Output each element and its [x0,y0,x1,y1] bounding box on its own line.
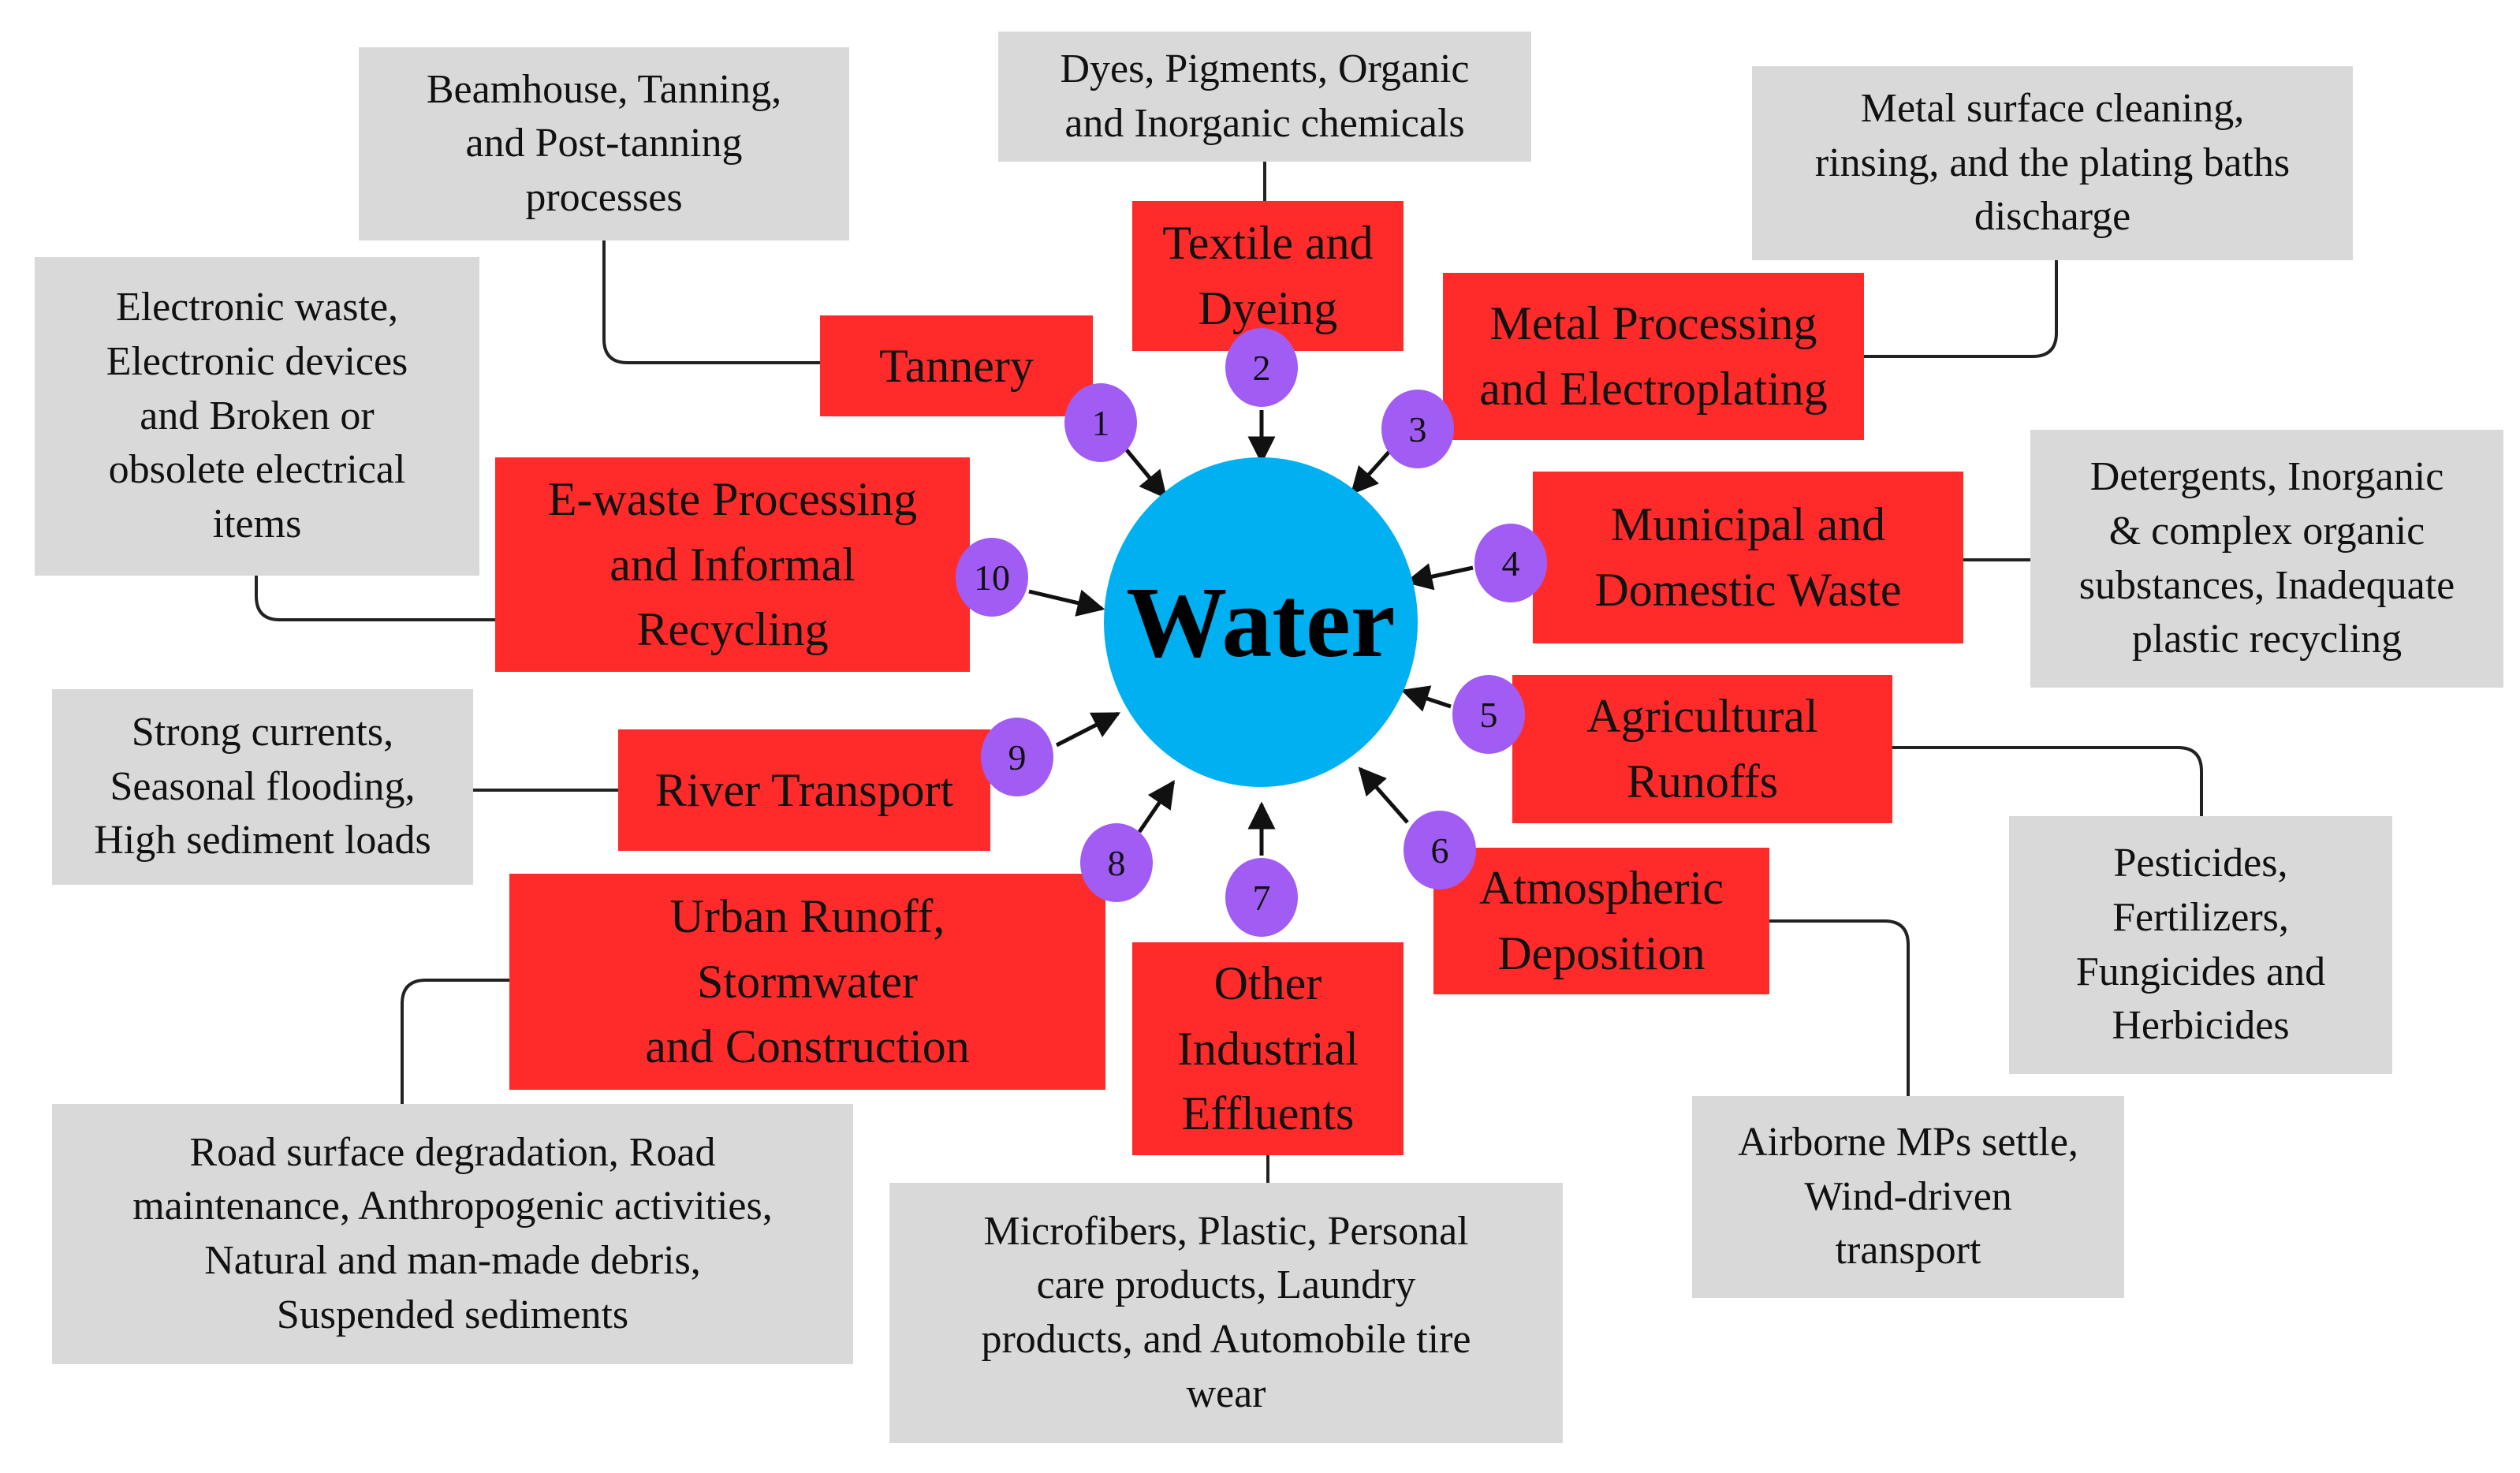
number-badge-5: 5 [1452,675,1525,754]
source-box-agricultural: Agricultural Runoffs [1512,675,1892,823]
arrow-4 [1404,563,1474,591]
number-badge-3: 3 [1381,390,1454,468]
detail-box-metal: Metal surface cleaning, rinsing, and the… [1752,66,2353,260]
source-box-urban: Urban Runoff, Stormwater and Constructio… [509,874,1105,1090]
water-node: Water [1104,457,1418,787]
arrow-3 [1350,445,1396,495]
number-badge-1: 1 [1064,383,1137,462]
connector-3 [1864,260,2058,358]
source-box-metal: Metal Processing and Electroplating [1443,273,1864,440]
number-badge-10: 10 [956,538,1028,617]
detail-box-river: Strong currents, Seasonal flooding, High… [52,689,473,885]
source-box-textile: Textile and Dyeing [1132,201,1404,351]
arrow-1 [1122,445,1168,499]
source-box-industrial: Other Industrial Effluents [1132,942,1404,1155]
detail-box-textile: Dyes, Pigments, Organic and Inorganic ch… [998,32,1531,162]
source-box-river: River Transport [618,729,990,851]
source-box-municipal: Municipal and Domestic Waste [1533,472,1963,643]
number-badge-6: 6 [1404,811,1476,889]
arrow-6 [1358,766,1409,824]
detail-box-municipal: Detergents, Inorganic & complex organic … [2030,430,2503,688]
connector-5 [1892,746,2203,816]
detail-box-ewaste: Electronic waste, Electronic devices and… [35,257,479,576]
connector-6 [1769,919,1910,1096]
arrow-8 [1137,780,1176,833]
source-box-tannery: Tannery [820,315,1093,416]
detail-box-atmospheric: Airborne MPs settle, Wind-driven transpo… [1692,1096,2124,1298]
number-badge-8: 8 [1080,823,1153,902]
source-box-atmospheric: Atmospheric Deposition [1433,848,1769,994]
number-badge-9: 9 [981,718,1053,796]
detail-box-urban: Road surface degradation, Road maintenan… [52,1104,853,1364]
detail-box-agricultural: Pesticides, Fertilizers, Fungicides and … [2009,816,2392,1074]
number-badge-7: 7 [1225,858,1298,937]
detail-box-tannery: Beamhouse, Tanning, and Post-tanning pro… [359,47,849,241]
number-badge-2: 2 [1225,328,1298,407]
connector-8 [401,979,509,1104]
arrow-10 [1028,589,1105,617]
connector-1 [602,241,820,364]
number-badge-4: 4 [1474,524,1547,602]
detail-box-industrial: Microfibers, Plastic, Personal care prod… [889,1183,1563,1443]
arrow-9 [1055,711,1121,748]
arrow-5 [1400,685,1452,712]
connector-10 [255,576,495,621]
source-box-ewaste: E-waste Processing and Informal Recyclin… [495,457,970,672]
